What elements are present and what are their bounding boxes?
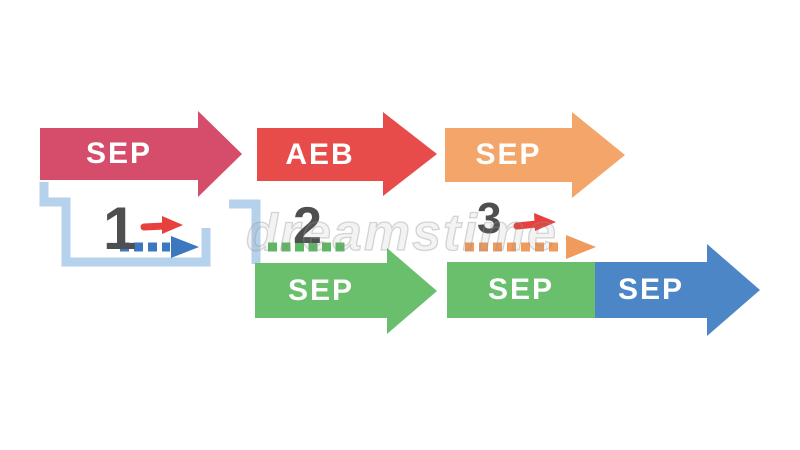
step2-top-arrowhead-icon — [383, 112, 437, 196]
step1-top-arrow: SEP — [40, 111, 242, 197]
step3-bottom-right-arrowhead-icon — [707, 244, 760, 336]
step2-top-arrow-label: AEB — [285, 137, 355, 171]
step1-number: 1 — [103, 195, 137, 262]
step3-top-arrow-label: SEP — [475, 138, 542, 171]
mini-red-arrow-step1-icon — [140, 216, 183, 234]
watermark-text: dreamstime — [245, 203, 558, 262]
step2-top-arrow: AEB — [257, 112, 437, 196]
step3-bottom-right-arrow: SEP — [595, 244, 760, 336]
step3-bottom-left-label: SEP — [487, 273, 555, 306]
step1-top-arrowhead-icon — [198, 111, 242, 197]
step3-top-arrowhead-icon — [572, 112, 625, 198]
step2-bottom-arrow: SEP — [255, 248, 437, 334]
step3-bottom-left-segment: SEP — [447, 262, 595, 318]
step2-bottom-arrowhead-icon — [387, 248, 437, 334]
step2-bottom-arrow-label: SEP — [287, 273, 355, 307]
step3-number: 3 — [477, 194, 502, 243]
step3-bottom-right-label: SEP — [617, 273, 685, 306]
step3-top-arrow: SEP — [445, 112, 625, 198]
step2-number: 2 — [293, 197, 322, 255]
step1-top-arrow-label: SEP — [85, 137, 153, 170]
